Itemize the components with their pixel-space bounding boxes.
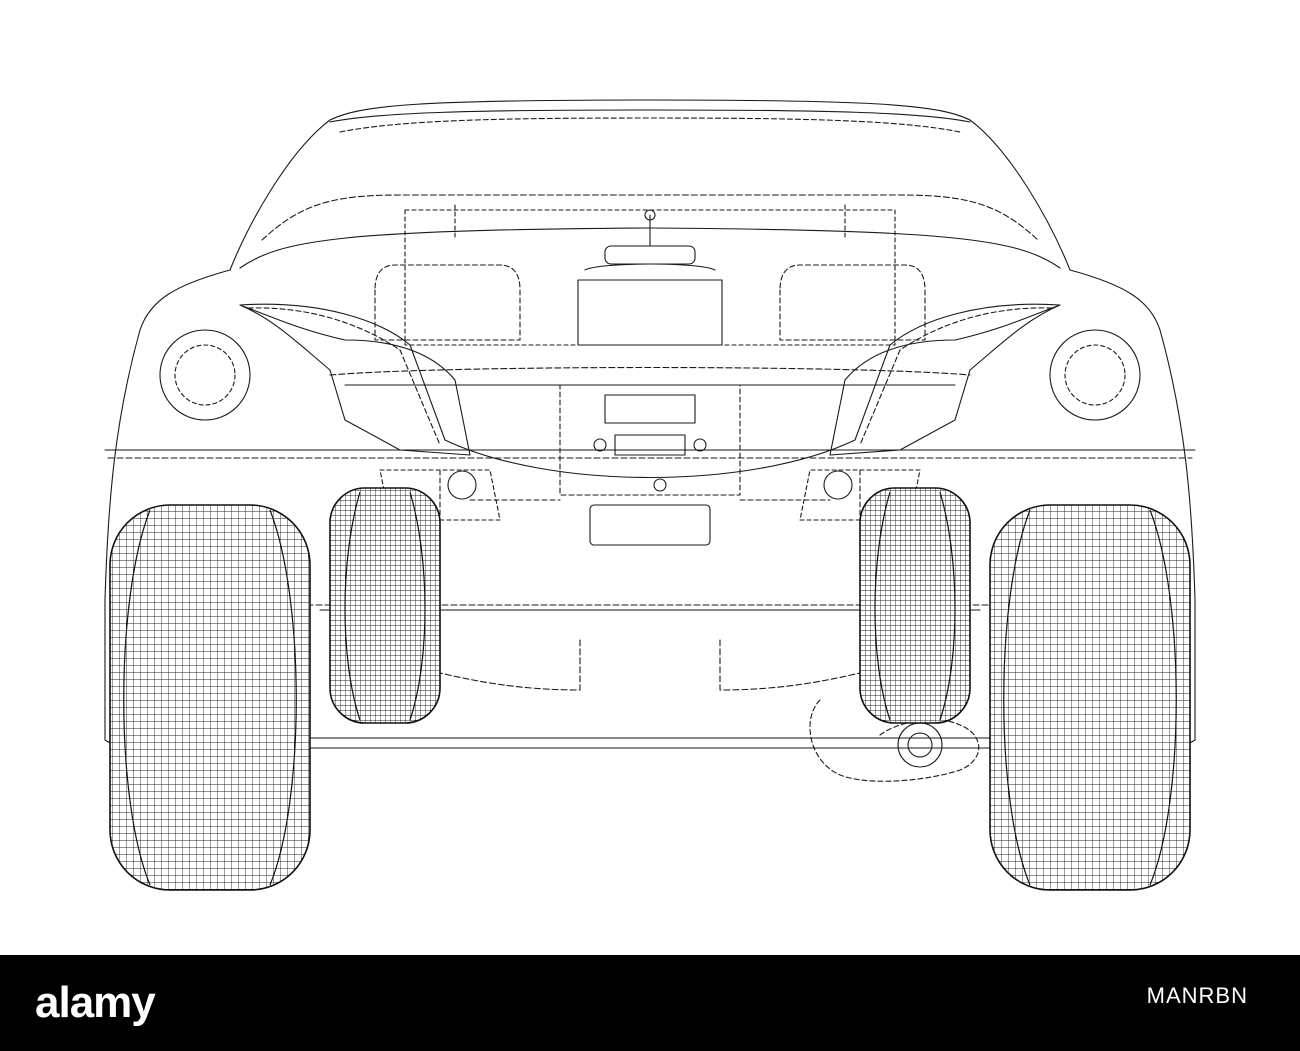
body-outline	[104, 99, 1196, 753]
lower-sill	[179, 737, 1121, 749]
trunk-line	[239, 303, 1061, 478]
svg-text:alamy: alamy	[35, 979, 156, 1027]
license-plate-area	[589, 504, 711, 546]
front-wheel-right	[859, 487, 971, 724]
rear-lamp-left	[159, 329, 251, 421]
rear-wheel-right-outer	[989, 504, 1191, 891]
rear-wheel-left-outer	[109, 504, 311, 891]
car-wireframe-illustration	[104, 99, 1196, 891]
taillight-left	[239, 304, 471, 456]
rearview-mirror	[604, 245, 696, 265]
seat-left	[374, 264, 521, 341]
rear-lamp-right	[1049, 329, 1141, 421]
seat-right	[779, 264, 926, 341]
alamy-logo: alamy	[35, 979, 157, 1027]
front-wheel-left	[329, 487, 441, 724]
image-id: MANRBN	[1146, 983, 1248, 1008]
watermark-footer: alamy MANRBN	[0, 955, 1300, 1051]
console	[559, 384, 741, 496]
roof-line	[329, 109, 971, 123]
seat-center	[577, 279, 723, 346]
taillight-right	[829, 304, 1061, 456]
